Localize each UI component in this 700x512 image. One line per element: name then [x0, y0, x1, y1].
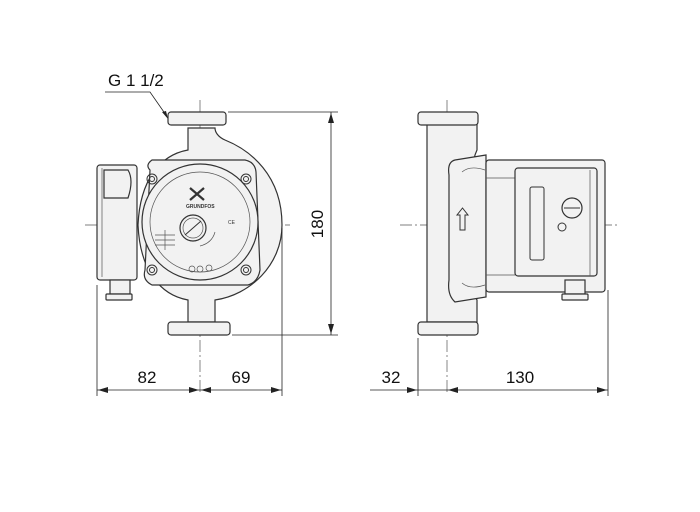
height-dimension: 180: [308, 210, 327, 238]
bottom-flange: [167, 321, 231, 336]
rotation-arrow-icon: [199, 231, 216, 247]
thread-leader: [105, 91, 167, 116]
cable-plug: [109, 279, 131, 295]
front-view: GRUNDFOS CE G 1 1/2 180: [85, 71, 338, 396]
ce-mark: CE: [228, 220, 236, 226]
indicator-light: [557, 222, 567, 232]
left-width-dimension: 82: [138, 368, 157, 387]
terminal-cover-latch: [103, 169, 132, 199]
control-box: [514, 167, 598, 277]
port-offset-dimension: 32: [382, 368, 401, 387]
side-top-flange: [417, 111, 479, 126]
approval-icons: [188, 264, 213, 273]
side-cable-plug: [564, 279, 586, 295]
thread-size-label: G 1 1/2: [108, 71, 164, 90]
grundfos-logo: GRUNDFOS: [186, 187, 215, 210]
indicator-window: [529, 186, 545, 261]
side-motor-flange: [448, 154, 487, 303]
top-flange: [167, 111, 227, 126]
side-bottom-flange: [417, 321, 479, 336]
flow-direction-arrow-icon: [455, 207, 470, 231]
right-width-dimension: 69: [232, 368, 251, 387]
side-view: 32 130: [370, 100, 620, 396]
bolt-holes: [146, 173, 252, 276]
motor-length-dimension: 130: [506, 368, 534, 387]
svg-text:GRUNDFOS: GRUNDFOS: [186, 204, 215, 210]
nameplate-lines: [155, 230, 175, 250]
